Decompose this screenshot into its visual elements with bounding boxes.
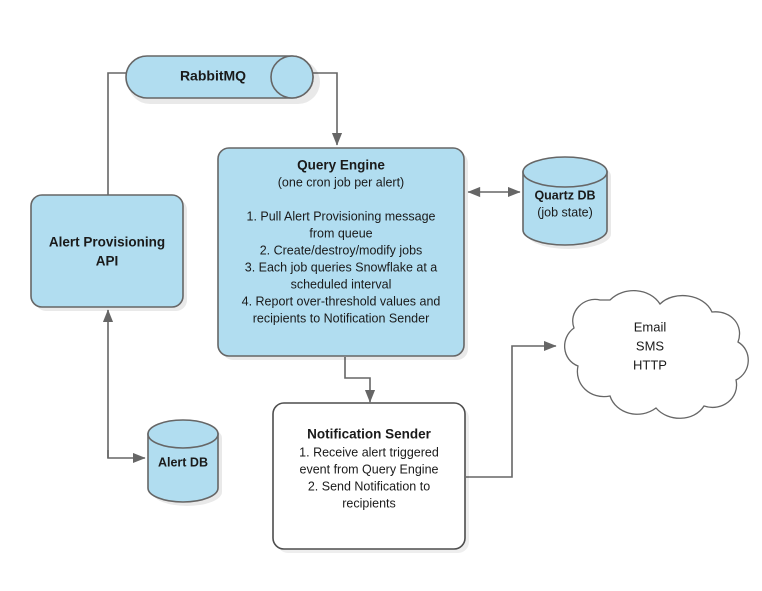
notification-sender-title: Notification Sender	[307, 427, 432, 442]
query-engine-step-line-4: 3. Each job queries Snowflake at a	[245, 260, 438, 274]
query-engine-step-line-2: from queue	[309, 226, 372, 240]
query-engine-step-line-1: 1. Pull Alert Provisioning message	[247, 209, 436, 223]
notification-sender-step-line-1: 1. Receive alert triggered	[299, 445, 439, 459]
query-engine-step-line-6: 4. Report over-threshold values and	[242, 294, 441, 308]
notification-sender-step-line-4: recipients	[342, 496, 396, 510]
node-rabbitmq[interactable]: RabbitMQ	[125, 55, 320, 104]
edge-api-to-alert-db-branch	[107, 450, 146, 464]
node-alert-provisioning-api[interactable]: Alert Provisioning API	[30, 194, 187, 311]
node-quartz-db[interactable]: Quartz DB (job state)	[522, 156, 611, 249]
quartz-db-sublabel: (job state)	[537, 205, 593, 219]
cloud-line-http: HTTP	[633, 357, 667, 372]
notification-sender-step-line-3: 2. Send Notification to	[308, 479, 430, 493]
rabbitmq-label: RabbitMQ	[180, 68, 246, 84]
edge-query-engine-to-notification-sender	[344, 357, 376, 403]
quartz-db-label: Quartz DB	[534, 188, 595, 202]
node-notification-sender[interactable]: Notification Sender 1. Receive alert tri…	[272, 402, 469, 553]
cloud-shape	[564, 289, 749, 419]
node-query-engine[interactable]: Query Engine (one cron job per alert) 1.…	[217, 147, 468, 360]
cloud-line-sms: SMS	[636, 338, 665, 353]
alert-provisioning-api-label-line1: Alert Provisioning	[49, 235, 165, 250]
query-engine-step-line-3: 2. Create/destroy/modify jobs	[260, 243, 423, 257]
edge-notification-sender-to-cloud	[466, 340, 557, 478]
query-engine-step-line-7: recipients to Notification Sender	[253, 311, 429, 325]
cloud-line-email: Email	[634, 319, 667, 334]
alert-db-label: Alert DB	[158, 455, 208, 469]
node-channels-cloud[interactable]: Email SMS HTTP	[564, 289, 749, 419]
node-alert-db[interactable]: Alert DB	[147, 419, 222, 506]
query-engine-title: Query Engine	[297, 158, 385, 173]
notification-sender-step-line-2: event from Query Engine	[300, 462, 439, 476]
query-engine-step-line-5: scheduled interval	[291, 277, 392, 291]
alert-provisioning-api-label-line2: API	[96, 254, 119, 269]
query-engine-subtitle: (one cron job per alert)	[278, 175, 404, 189]
edge-rabbitmq-to-query-engine	[302, 72, 343, 146]
